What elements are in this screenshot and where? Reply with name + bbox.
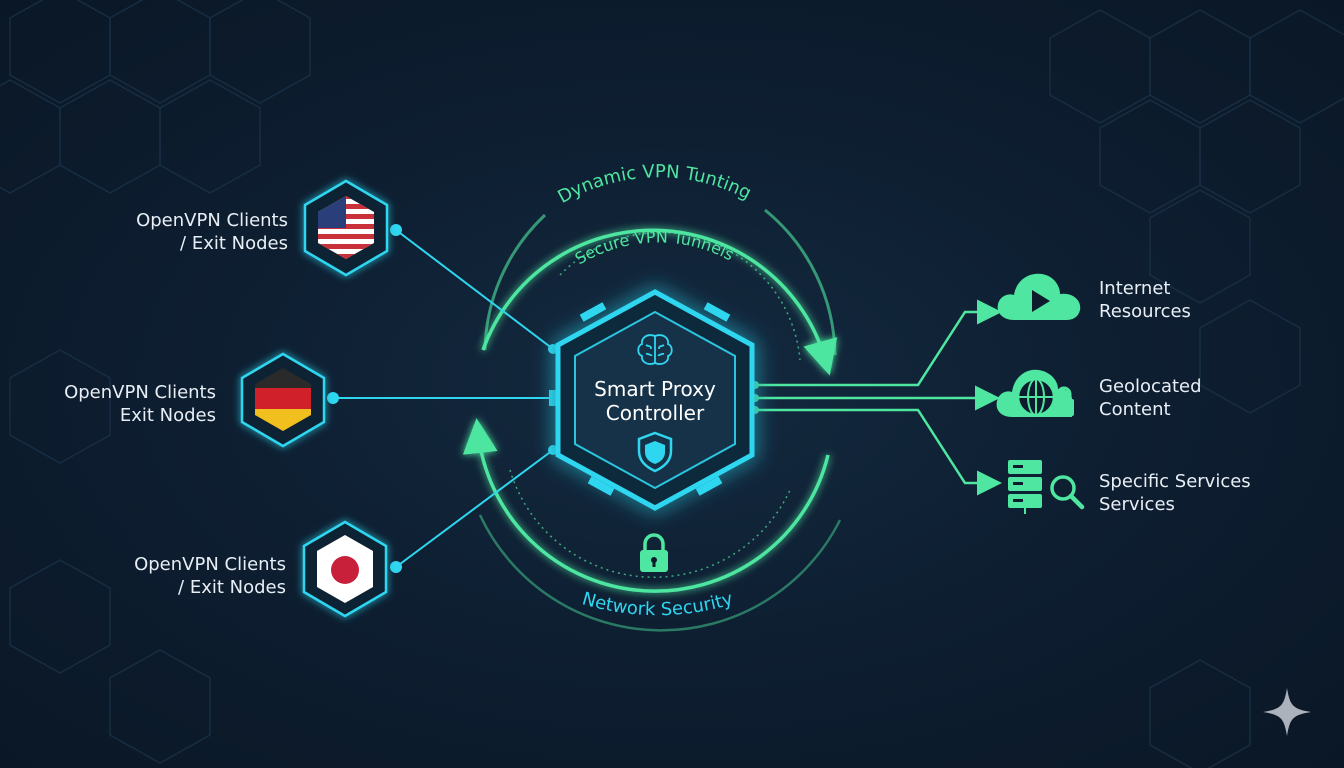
controller-hexagon[interactable] <box>555 289 755 511</box>
connector-internet <box>755 299 1002 387</box>
connector-us <box>395 229 554 350</box>
outer-arc-right <box>764 208 837 356</box>
outer-arc-label: Dynamic VPN Tunting <box>554 161 754 208</box>
shield-icon <box>637 431 673 473</box>
server-search-icon <box>1008 460 1085 514</box>
right-connectors <box>755 299 1002 496</box>
inner-arc-label: Secure VPN Tunnels <box>572 227 737 268</box>
inner-arc-top <box>481 228 838 376</box>
us-node-label: OpenVPN Clients/ Exit Nodes <box>136 210 288 254</box>
jp-flag-icon <box>317 535 373 603</box>
outer-arc-bottom <box>478 514 842 632</box>
orbit-arcs <box>462 208 842 632</box>
sparkle-icon <box>1263 688 1311 736</box>
connector-services <box>755 408 1002 496</box>
outer-arc-left <box>483 213 547 351</box>
bottom-arc <box>462 418 830 593</box>
left-connectors <box>333 229 554 568</box>
globe-lock-icon <box>996 369 1074 417</box>
bottom-arc-label: Network Security <box>580 588 736 620</box>
lock-icon <box>640 533 668 572</box>
cloud-play-icon <box>997 273 1081 320</box>
bottom-dotted-arc <box>509 469 791 578</box>
connector-jp <box>395 449 554 568</box>
jp-node-label: OpenVPN Clients/ Exit Nodes <box>134 554 286 598</box>
connector-dots <box>327 224 558 573</box>
hexagon-accent-bars <box>579 302 731 496</box>
brain-icon <box>637 334 673 365</box>
